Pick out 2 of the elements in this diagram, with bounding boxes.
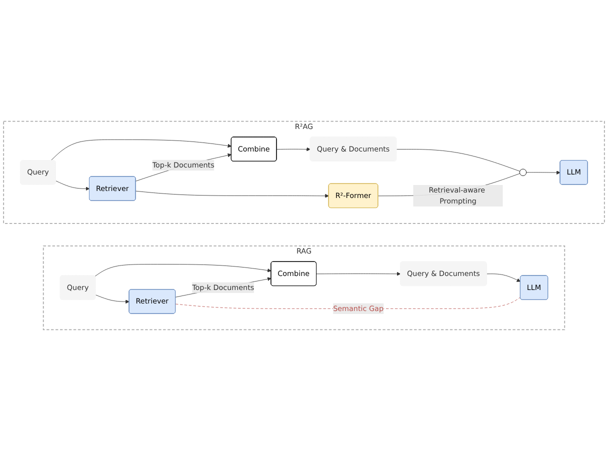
connector bbox=[396, 149, 520, 172]
node-circle bbox=[519, 168, 527, 176]
